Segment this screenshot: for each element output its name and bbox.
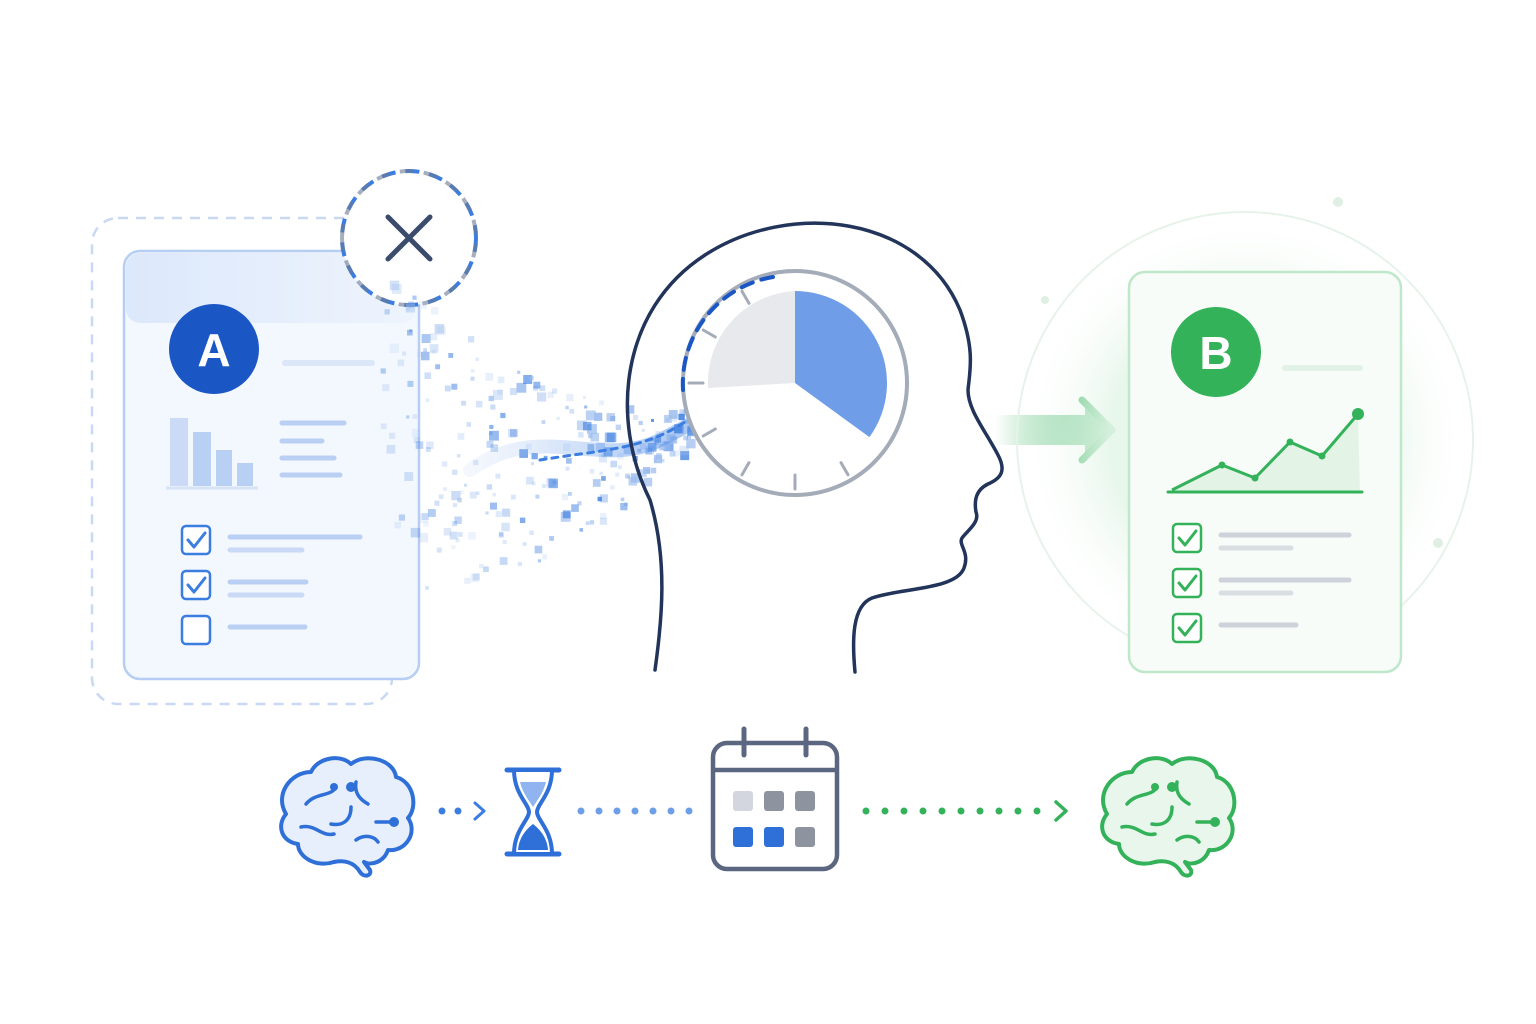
task-a-badge [169,304,259,394]
task-a-header-band [126,253,416,323]
checked-box-icon [1171,612,1203,644]
task-b-badge-label: B [1199,327,1232,379]
brain-icon [279,756,416,878]
clock-elapsed-slice [795,291,887,438]
task-a-badge-label: A [197,324,230,376]
task-a-bar [193,432,211,486]
checklist-item [1171,522,1352,554]
timeline-arrowhead [1054,800,1068,822]
task-a-group: A [90,216,421,706]
clock-dashed-arc [680,275,775,392]
checkmark-icon [1177,529,1198,547]
checklist-item [180,614,308,646]
close-icon [340,169,478,307]
timeline [279,726,1237,878]
task-a-checklist [180,524,363,646]
timeline-dots-2 [577,807,693,815]
task-a-text-lines [279,420,347,478]
checklist-item [180,569,309,601]
checked-box-icon [1171,567,1203,599]
task-b-badge [1171,307,1261,397]
checkmark-icon [1177,574,1198,592]
task-a-bar-chart [166,418,258,490]
attention-residue-stream [380,280,802,590]
head-outline [625,221,1004,674]
task-a-bar [237,463,253,486]
checklist-item [180,524,363,556]
calendar-icon [710,726,840,872]
checkmark-icon [1177,619,1198,637]
particle-cloud [380,280,698,590]
checkmark-icon [186,531,207,549]
timeline-dots-1 [438,801,486,821]
checked-box-icon [180,524,212,556]
checked-box-icon [1171,522,1203,554]
head-with-clock-icon [625,221,1004,674]
checkmark-icon [186,576,207,594]
timeline-dots-3 [862,807,1041,815]
clock-icon [681,269,909,497]
checklist-item [1171,612,1299,644]
checked-box-icon [180,569,212,601]
task-a-bar [216,450,232,486]
checklist-item [1171,567,1352,599]
hourglass-icon [504,767,562,857]
task-b-group: B [1016,197,1474,674]
brain-icon [1100,756,1237,878]
task-a-bar [170,418,188,486]
checkbox-icon [180,614,212,646]
task-b-checklist [1171,522,1352,644]
task-b-line-chart [1166,408,1364,494]
